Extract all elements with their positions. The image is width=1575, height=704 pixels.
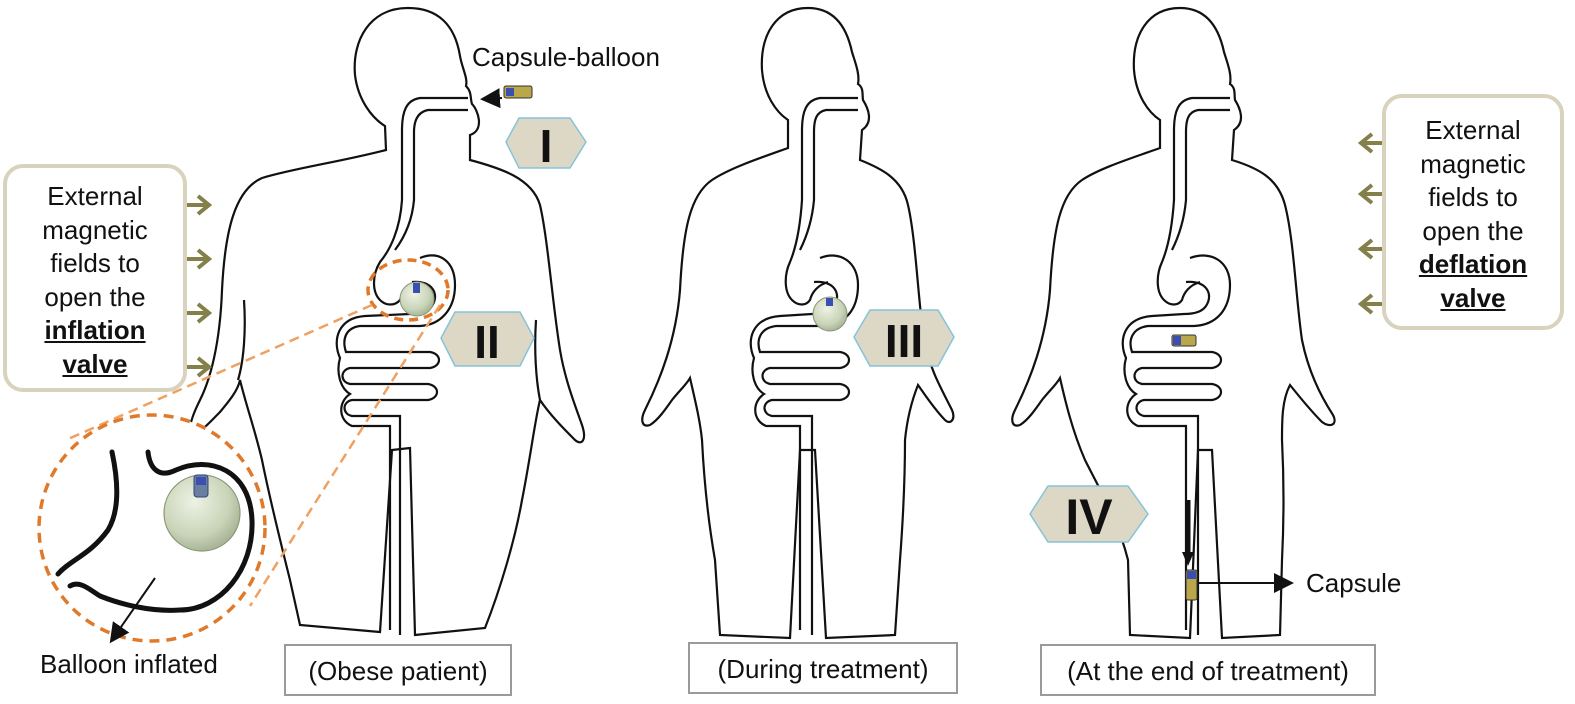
capsule-in-stomach (1171, 334, 1197, 347)
digestive-tract-2 (749, 96, 860, 635)
inflation-bold-2: valve (62, 348, 128, 379)
inflation-box-text: External magnetic fields to open the inf… (10, 180, 180, 381)
capsule-path-arrowhead (1182, 552, 1194, 566)
badge-stage-1-label: I (540, 120, 553, 172)
inflation-line-4: open the (44, 281, 146, 312)
magnified-stomach (55, 449, 255, 613)
zoom-line-top (65, 303, 373, 442)
badge-stage-4 (1029, 485, 1149, 543)
inflation-line-1: External (47, 181, 143, 211)
badge-stage-3 (853, 309, 955, 367)
deflation-line-2: magnetic (1420, 148, 1526, 179)
deflation-box (1382, 94, 1564, 330)
badge-stage-1 (505, 117, 587, 169)
left-field-arrows (185, 194, 213, 378)
badge-stage-4-label: IV (1065, 489, 1113, 545)
balloon-inflated-pointer (109, 577, 156, 644)
caption-obese-patient: (Obese patient) (284, 644, 512, 696)
balloon-inflated-label: Balloon inflated (40, 649, 218, 679)
inflation-line-2: magnetic (42, 214, 148, 245)
deflation-line-1: External (1425, 115, 1521, 145)
balloon-inflated-small (399, 281, 435, 317)
inflation-bold-1: inflation (44, 315, 146, 345)
balloon-valve-small (413, 283, 420, 293)
caption-end-of-treatment: (At the end of treatment) (1040, 644, 1376, 696)
balloon-valve-treatment (826, 298, 833, 306)
badge-stage-2 (440, 311, 535, 367)
body-outline-3 (1011, 6, 1336, 640)
capsule-entry-arrow (480, 88, 503, 109)
inflation-line-3: fields to (50, 248, 140, 278)
deflation-line-4: open the (1422, 215, 1524, 246)
caption-during-treatment: (During treatment) (688, 642, 958, 694)
capsule-balloon-icon (503, 85, 533, 99)
balloon-valve-cap-large (196, 477, 206, 485)
deflation-box-text: External magnetic fields to open the def… (1389, 114, 1557, 315)
badge-stage-3-label: III (885, 315, 923, 367)
badge-stage-2-label: II (474, 316, 500, 368)
deflation-bold-2: valve (1440, 282, 1506, 313)
capsule-near-exit (1185, 569, 1198, 601)
inflation-box (3, 164, 187, 392)
capsule-balloon-label: Capsule-balloon (472, 42, 660, 72)
balloon-in-treatment (812, 296, 848, 332)
body-outline-1 (189, 6, 586, 637)
zoom-line-bottom (248, 304, 442, 607)
zoom-ring-large (37, 413, 267, 643)
body-outline-2 (641, 6, 955, 640)
deflation-bold-1: deflation (1418, 249, 1528, 279)
digestive-tract-3 (1121, 96, 1232, 635)
right-field-arrows (1357, 132, 1384, 315)
deflation-line-3: fields to (1428, 182, 1518, 212)
capsule-label: Capsule (1306, 568, 1402, 598)
zoom-ring-small (366, 258, 450, 322)
